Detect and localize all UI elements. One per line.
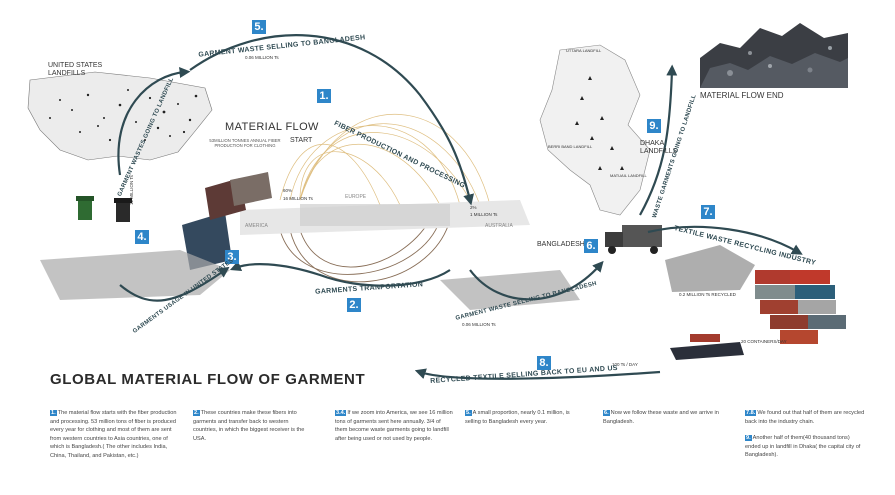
value-small: 1 MILLION Ts [470, 212, 498, 217]
note-1-number: 1. [50, 410, 57, 416]
note-5-text: Now we follow these waste and we arrive … [603, 410, 719, 425]
stage-8-badge: 8. [537, 356, 551, 370]
containers-right [755, 270, 846, 344]
note-4: 5.A small proportion, nearly 0.1 million… [465, 409, 580, 426]
transport-threads [279, 219, 451, 283]
note-4-text: A small proportion, nearly 0.1 million, … [465, 410, 570, 425]
stage-7-badge: 7. [701, 205, 715, 219]
containers-left [182, 172, 272, 270]
start-subtitle: 53MILLION TONNES ANNUAL FIBER PRODUCTION… [209, 138, 281, 148]
uttara-label: UTTARA LANDFILL [566, 48, 602, 53]
start-title: MATERIAL FLOW [225, 121, 319, 133]
note-2-number: 2. [193, 410, 200, 416]
value-to-bangladesh-top: 0.06 MILLION Ts [245, 55, 279, 60]
australia-label: AUSTRALIA [485, 223, 513, 229]
value-asia-pct: 60% [283, 188, 293, 193]
value-to-us: 16 MILLION Ts [283, 196, 313, 201]
note-6-number: 7.8. [745, 410, 757, 416]
bangladesh-label: BANGLADESH [537, 241, 585, 248]
note-6: 7.8.We found out that half of them are r… [745, 409, 865, 426]
stage-2-badge: 2. [347, 298, 361, 312]
value-containers: 20 CONTAINERS/DAY [741, 339, 787, 344]
note-2: 2.These countries make these fibers into… [193, 409, 311, 443]
value-to-bangladesh-bottom: 0.06 MILLION Ts [462, 322, 496, 327]
flow-arrows [117, 34, 803, 380]
note-7-text: Another half of them(40 thousand tons) e… [745, 435, 861, 459]
beri-band-label: BERRI BAND LANDFILL [548, 144, 593, 149]
stage-5-badge: 5. [252, 20, 266, 34]
trash-bins [76, 196, 132, 222]
value-landfill-us: 12 MILLION Ts [129, 175, 134, 205]
europe-label: EUROPE [345, 194, 367, 200]
world-strip [240, 200, 530, 235]
stage-1-badge: 1. [317, 89, 331, 103]
truck [605, 225, 662, 254]
start-label: START [290, 137, 313, 144]
us-landfills-label: UNITED STATES LANDFILLS [48, 62, 103, 77]
note-6-text: We found out that half of them are recyc… [745, 410, 865, 425]
note-1: 1.The material flow starts with the fibe… [50, 409, 180, 461]
note-3: 3.4.If we zoom into America, we see 16 m… [335, 409, 453, 443]
note-7-number: 9. [745, 435, 752, 441]
recycling-piles [665, 245, 755, 292]
dhaka-landfills-label: DHAKA LANDFILLS [640, 140, 678, 155]
value-small-pct: 2% [470, 205, 477, 210]
fabric-piles [40, 250, 580, 310]
note-2-text: These countries make these fibers into g… [193, 410, 305, 442]
page-title: GLOBAL MATERIAL FLOW OF GARMENT [50, 371, 366, 388]
landfill-photo [700, 18, 848, 88]
note-5-number: 6. [603, 410, 610, 416]
note-4-number: 5. [465, 410, 472, 416]
stage-3-badge: 3. [225, 250, 239, 264]
bangladesh-map [539, 44, 651, 216]
value-recycled: 0.2 MILLION Ts RECYCLED [679, 292, 736, 297]
cargo-ship [670, 334, 744, 360]
note-1-text: The material flow starts with the fiber … [50, 410, 177, 459]
matuail-label: MATUAIL LANDFILL [610, 173, 647, 178]
note-3-text: If we zoom into America, we see 16 milli… [335, 410, 453, 442]
america-label: AMERICA [245, 223, 268, 229]
stage-6-badge: 6. [584, 239, 598, 253]
note-3-number: 3.4. [335, 410, 347, 416]
note-7: 9.Another half of them(40 thousand tons)… [745, 434, 865, 460]
us-map [27, 71, 213, 161]
stage-4-badge: 4. [135, 230, 149, 244]
note-5: 6.Now we follow these waste and we arriv… [603, 409, 723, 426]
value-per-day: 100 Ts / DAY [612, 362, 638, 367]
end-label: MATERIAL FLOW END [700, 91, 784, 100]
stage-9-badge: 9. [647, 119, 661, 133]
